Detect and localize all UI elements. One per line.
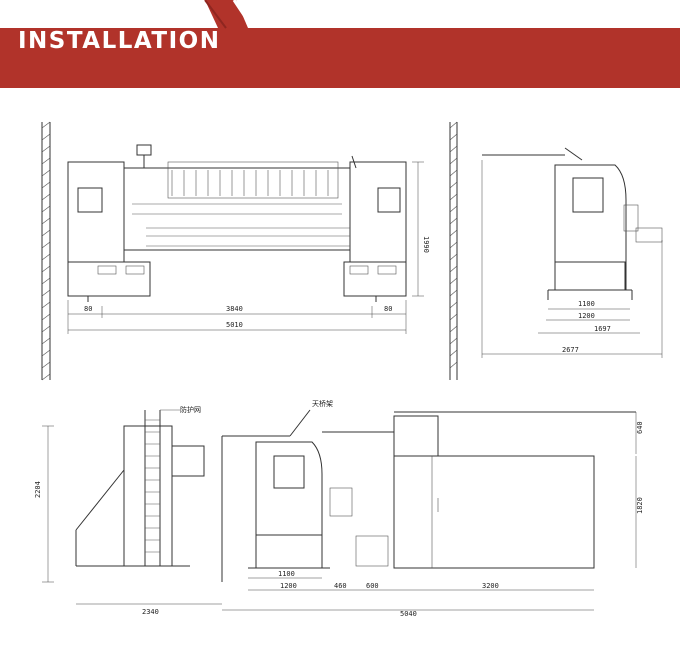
dim-plan-right-h: 1820 [636,497,644,514]
header-banner [0,0,680,96]
dim-front-height: 1990 [422,236,430,253]
label-head: 天桥架 [312,399,333,408]
dim-side-c: 1697 [594,325,611,333]
dim-plan-w5: 3200 [482,582,499,590]
installation-drawing: 80 3840 80 5010 1990 1100 1200 1697 2677 [34,121,663,618]
dim-plan-left-total: 2340 [142,608,159,616]
plan-view: 防护网 2204 2340 天桥架 1100 1200 460 600 [34,399,644,618]
dim-plan-top-right: 640 [636,421,644,434]
dim-plan-w4: 600 [366,582,379,590]
label-ladder: 防护网 [180,405,201,414]
dim-plan-w2: 1200 [280,582,297,590]
side-view: 1100 1200 1697 2677 [449,121,663,380]
dim-plan-w3: 460 [334,582,347,590]
dim-front-middle: 3840 [226,305,243,313]
dim-plan-w1: 1100 [278,570,295,578]
banner-bar [0,28,680,88]
dim-side-d: 2677 [562,346,579,354]
dim-side-a: 1100 [578,300,595,308]
page-title: INSTALLATION [18,28,221,54]
dim-side-b: 1200 [578,312,595,320]
dim-plan-right-total: 5040 [400,610,417,618]
dim-plan-height-left: 2204 [34,481,42,498]
dim-front-left: 80 [84,305,92,313]
dim-front-overall: 5010 [226,321,243,329]
front-view: 80 3840 80 5010 1990 [41,121,430,381]
dim-front-right: 80 [384,305,392,313]
